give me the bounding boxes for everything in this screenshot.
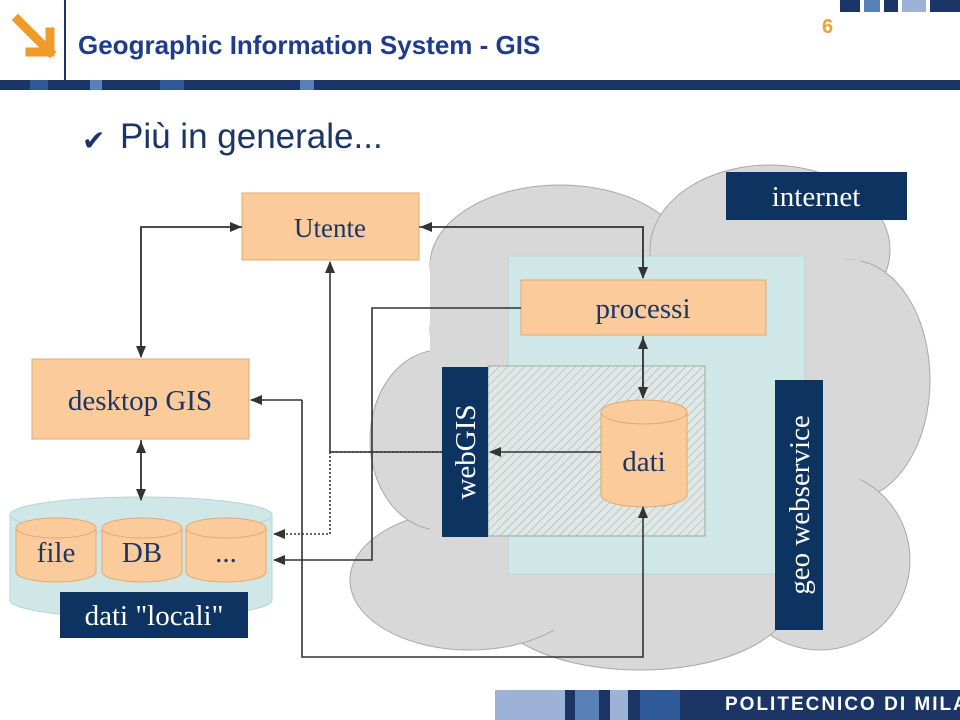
connector-bottom-dati [301, 400, 648, 658]
utente-box [241, 192, 420, 261]
footer-stripe [0, 690, 960, 720]
desktop-gis-box [31, 358, 250, 440]
dati-server-cylinder [600, 399, 688, 508]
footer-brand: POLITECNICO DI MILANO [725, 694, 960, 715]
page-number: 6 [822, 16, 834, 38]
polimi-arrow-logo [10, 10, 60, 62]
connector-webgis-local-dotted [273, 451, 442, 539]
slide-title: Geographic Information System - GIS [78, 30, 541, 60]
file-cylinder [15, 517, 97, 583]
dati-locali-box [60, 592, 248, 638]
header-stripe [0, 80, 960, 90]
internet-box [726, 172, 907, 220]
utente-label: Utente [294, 213, 366, 243]
geo-webservice-bar [775, 380, 823, 630]
connector-processi-utente [420, 222, 644, 278]
desktop-gis-label: desktop GIS [68, 385, 212, 417]
webgis-label: webGIS [450, 404, 482, 499]
internet-label: internet [772, 181, 861, 213]
dati-locali-label: dati "locali" [85, 600, 224, 632]
checkmark-icon: ✔ [82, 125, 106, 156]
processi-box [520, 279, 767, 336]
connector-utente-desktop [136, 226, 242, 358]
geo-webservice-label: geo webservice [784, 415, 816, 595]
other-cylinder [185, 517, 267, 583]
webgis-bar [442, 367, 488, 537]
connector-processi-local [273, 307, 521, 565]
dati-server-label: dati [622, 446, 666, 478]
file-label: file [37, 537, 76, 569]
db-label: DB [122, 537, 162, 569]
db-cylinder [101, 517, 183, 583]
gis-architecture-diagram: Utente internet processi desktop GIS web… [9, 164, 931, 671]
processi-label: processi [595, 293, 690, 325]
ellipsis-label: ... [215, 537, 237, 569]
header-corner-blocks [840, 0, 960, 12]
connector-desktop-utente [140, 222, 242, 357]
bullet-text: Più in generale... [120, 117, 383, 156]
header-divider [64, 0, 66, 80]
